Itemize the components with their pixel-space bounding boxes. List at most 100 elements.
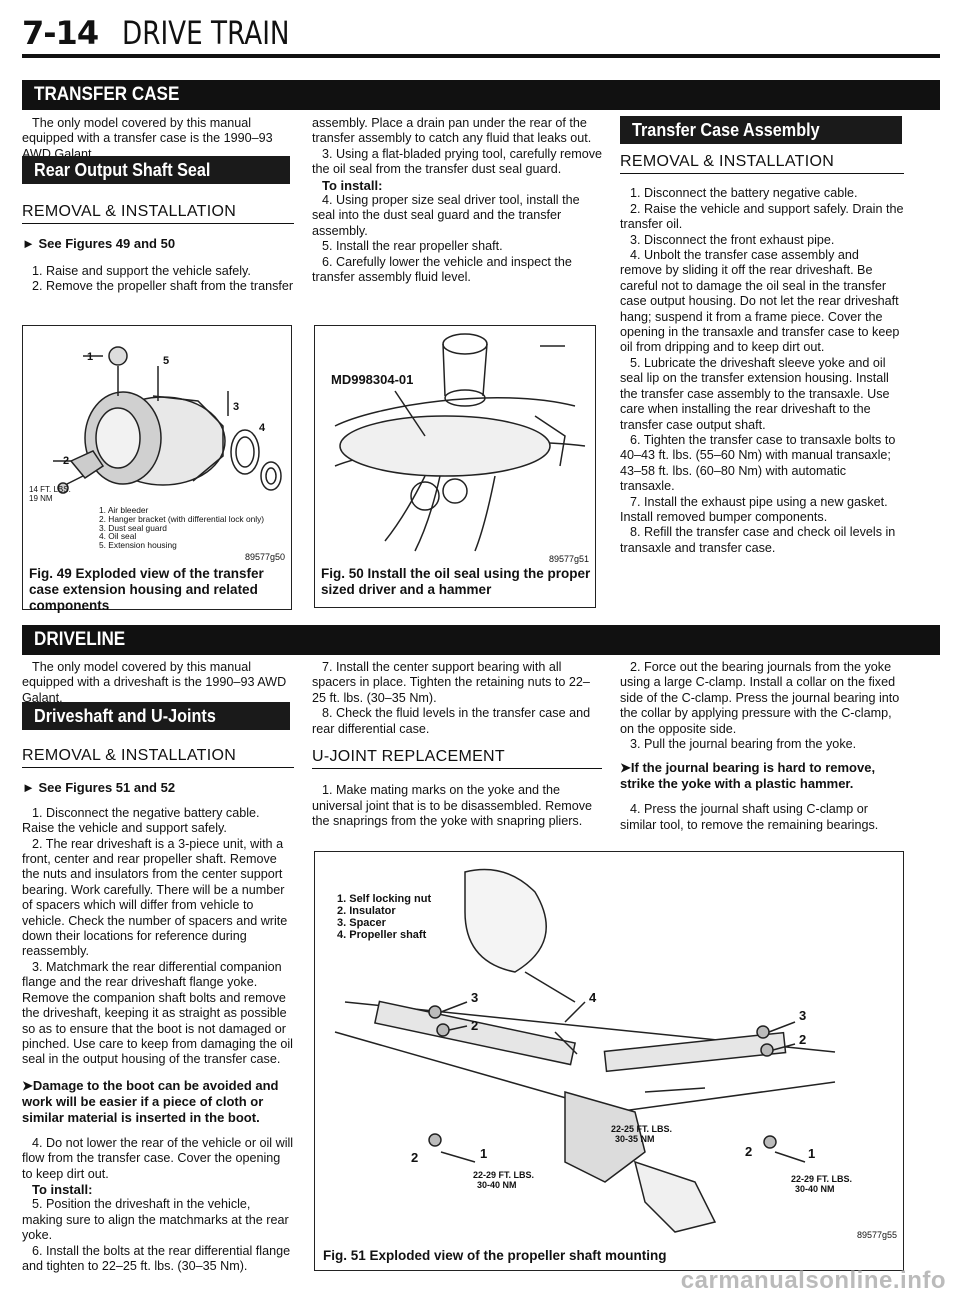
assembly-banner-label: Transfer Case Assembly [632, 119, 820, 140]
see-figures-49-50-label: See Figures 49 and 50 [38, 236, 176, 252]
driveline-step-2: 2. The rear driveshaft is a 3-piece unit… [22, 836, 288, 959]
page-title: DRIVE TRAIN [122, 14, 290, 52]
transfer-case-exploded-illustration: 1 2 3 4 5 14 FT. LBS. 19 NM [29, 346, 282, 503]
see-figures-49-50: ► See Figures 49 and 50 [22, 236, 176, 252]
ujoint-heading: U-JOINT REPLACEMENT [312, 748, 602, 770]
propeller-shaft-illustration: 1. Self locking nut 2. Insulator 3. Spac… [334, 868, 852, 1233]
ujoint-step-1: 1. Make mating marks on the yoke and the… [312, 783, 593, 829]
transfer-case-banner-label: TRANSFER CASE [34, 84, 180, 105]
ujoints-banner: Driveshaft and U-Joints [22, 702, 290, 730]
ujoint-step-4: 4. Press the journal shaft using C-clamp… [620, 802, 879, 832]
header-rule [22, 54, 940, 58]
rear-seal-step-1: 1. Raise and support the vehicle safely. [32, 263, 251, 278]
rear-seal-step-6: 6. Carefully lower the vehicle and inspe… [312, 254, 572, 285]
driveline-heading: REMOVAL & INSTALLATION [22, 747, 294, 769]
watermark: carmanualsonline.info [680, 1267, 946, 1294]
driveline-col1-intro: The only model covered by this manual eq… [22, 660, 294, 706]
driveline-banner-label: DRIVELINE [34, 629, 126, 650]
fig51-callout-3-right: 3 [799, 1008, 806, 1023]
fig50-caption: Fig. 50 Install the oil seal using the p… [321, 566, 591, 597]
driveline-intro: The only model covered by this manual eq… [22, 660, 287, 705]
assembly-step-2: 2. Raise the vehicle and support safely.… [620, 201, 904, 232]
fig51-callout-2-left: 2 [471, 1018, 478, 1033]
driveline-step-1: 1. Disconnect the negative battery cable… [22, 805, 260, 836]
fig49-legend-5: 5. Extension housing [99, 540, 177, 551]
fig49-callout-5: 5 [163, 355, 169, 367]
figure-49: 1 2 3 4 5 14 FT. LBS. 19 NM 1. Air bleed… [22, 325, 292, 613]
fig49-callout-4: 4 [259, 422, 266, 434]
driveline-col1: REMOVAL & INSTALLATION ► See Figures 51 … [22, 747, 294, 1274]
rear-seal-step-4: 4. Using proper size seal driver tool, i… [312, 193, 580, 238]
rear-seal-step-5: 5. Install the rear propeller shaft. [322, 239, 503, 254]
driveline-step-7: 7. Install the center support bearing wi… [312, 660, 590, 705]
fig50-code: 89577g51 [548, 554, 589, 564]
fig49-callout-3: 3 [233, 401, 239, 413]
fig49-code: 89577g50 [244, 552, 285, 562]
driveline-step-3: 3. Matchmark the rear differential compa… [22, 959, 293, 1067]
assembly-step-8: 8. Refill the transfer case and check oi… [620, 525, 896, 555]
assembly-step-1: 1. Disconnect the battery negative cable… [630, 186, 858, 201]
fig49-callout-2: 2 [63, 455, 69, 467]
ujoint-note: ➤If the journal bearing is hard to remov… [620, 760, 876, 792]
fig51-callout-4: 4 [589, 990, 597, 1005]
fig49-torque: 14 FT. LBS. [29, 485, 71, 494]
fig51-legend-3: 3. Spacer [337, 917, 387, 929]
figure-50: MD998304-01 89577g51 Fig. 50 Install the… [314, 325, 596, 608]
rear-seal-step-2: 2. Remove the propeller shaft from the t… [32, 279, 294, 294]
assembly-step-7: 7. Install the exhaust pipe using a new … [620, 494, 888, 524]
see-figures-51-52-label: See Figures 51 and 52 [38, 780, 176, 796]
fig51-torque-right-nm: 30-40 NM [795, 1184, 835, 1194]
fig51-callout-3-left: 3 [471, 990, 478, 1005]
rear-seal-banner: Rear Output Shaft Seal [22, 156, 290, 184]
driveline-col3: 2. Force out the bearing journals from t… [620, 660, 904, 833]
fig49-caption: Fig. 49 Exploded view of the transfer ca… [29, 566, 264, 613]
figure-51: 1. Self locking nut 2. Insulator 3. Spac… [314, 851, 904, 1271]
fig49-torque-nm: 19 NM [29, 494, 53, 503]
rear-seal-step-2-cont: assembly. Place a drain pan under the re… [312, 116, 592, 146]
ujoint-step-3: 3. Pull the journal bearing from the yok… [630, 737, 857, 752]
fig51-torque-top: 22-25 FT. LBS. [611, 1124, 672, 1134]
to-install-label: To install: [322, 177, 383, 193]
assembly-step-6: 6. Tighten the transfer case to transaxl… [620, 432, 896, 494]
assembly-step-3: 3. Disconnect the front exhaust pipe. [630, 232, 835, 247]
ujoint-note-text: If the journal bearing is hard to remove… [620, 760, 876, 792]
fig50-tool-label: MD998304-01 [331, 372, 413, 387]
rear-seal-section: REMOVAL & INSTALLATION ► See Figures 49 … [22, 203, 294, 295]
fig51-code: 89577g55 [856, 1230, 897, 1240]
rear-seal-heading: REMOVAL & INSTALLATION [22, 203, 294, 225]
fig51-callout-1-left: 1 [480, 1146, 487, 1161]
driveline-banner: DRIVELINE [22, 625, 940, 655]
fig51-caption: Fig. 51 Exploded view of the propeller s… [323, 1248, 667, 1263]
fig51-legend-2: 2. Insulator [337, 905, 396, 917]
driveline-note: ➤Damage to the boot can be avoided and w… [22, 1077, 279, 1125]
driveline-to-install: To install: [32, 1181, 93, 1197]
page-number: 7-14 [22, 14, 99, 52]
assembly-section: REMOVAL & INSTALLATION 1. Disconnect the… [620, 153, 904, 556]
see-figures-51-52: ► See Figures 51 and 52 [22, 780, 176, 796]
fig51-callout-2-bottom-right: 2 [745, 1144, 752, 1159]
driveline-col2: 7. Install the center support bearing wi… [312, 660, 602, 830]
driveline-step-4: 4. Do not lower the rear of the vehicle … [22, 1135, 294, 1181]
fig51-legend-4: 4. Propeller shaft [337, 929, 427, 941]
ujoint-step-2: 2. Force out the bearing journals from t… [620, 660, 900, 736]
driveline-step-8: 8. Check the fluid levels in the transfe… [312, 706, 591, 736]
assembly-heading: REMOVAL & INSTALLATION [620, 153, 904, 175]
transfer-case-banner: TRANSFER CASE [22, 80, 940, 110]
rear-seal-banner-label: Rear Output Shaft Seal [34, 159, 211, 180]
assembly-step-5: 5. Lubricate the driveshaft sleeve yoke … [620, 355, 890, 432]
fig49-legend-1: 1. Air bleeder [99, 505, 149, 515]
ujoints-banner-label: Driveshaft and U-Joints [34, 705, 216, 726]
assembly-banner: Transfer Case Assembly [620, 116, 902, 144]
fig51-callout-1-right: 1 [808, 1146, 815, 1161]
assembly-step-4: 4. Unbolt the transfer case assembly and… [620, 248, 900, 355]
rear-seal-step-3: 3. Using a flat-bladed prying tool, care… [312, 146, 603, 177]
fig49-legend: 1. Air bleeder 2. Hanger bracket (with d… [99, 506, 264, 550]
seal-driver-illustration: MD998304-01 [331, 333, 586, 552]
fig51-torque-left-nm: 30-40 NM [477, 1180, 517, 1190]
fig51-callout-2-bottom-left: 2 [411, 1150, 418, 1165]
fig49-legend-2: 2. Hanger bracket (with differential loc… [99, 513, 265, 524]
fig51-torque-left: 22-29 FT. LBS. [473, 1170, 534, 1180]
driveline-step-5: 5. Position the driveshaft in the vehicl… [22, 1197, 289, 1243]
fig49-callout-1: 1 [87, 351, 93, 363]
driveline-step-6: 6. Install the bolts at the rear differe… [22, 1243, 291, 1273]
